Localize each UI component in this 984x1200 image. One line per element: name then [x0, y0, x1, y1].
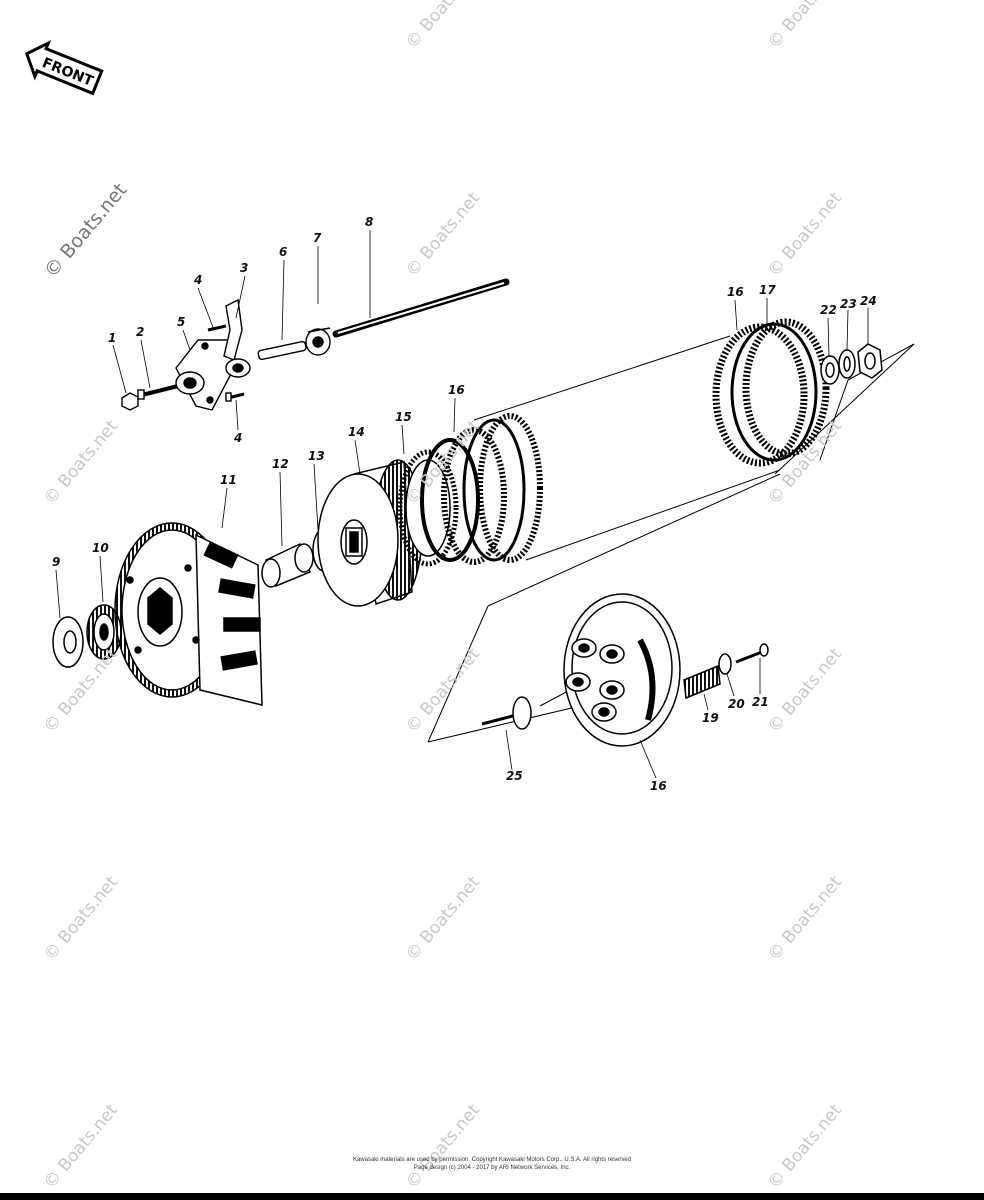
sleeve-part-12 — [261, 542, 314, 588]
callout-11: 11 — [220, 473, 237, 487]
spring-part-19 — [683, 664, 721, 700]
rod-part-6 — [257, 340, 307, 361]
copyright-line-2: Page design (c) 2004 - 2017 by ARI Netwo… — [413, 1165, 571, 1171]
callout-17: 17 — [759, 283, 776, 297]
callout-16b: 16 — [727, 285, 744, 299]
callout-1: 1 — [108, 331, 116, 345]
callout-20: 20 — [728, 697, 745, 711]
clutch-housing-part-11 — [114, 522, 263, 706]
callout-19: 19 — [702, 711, 719, 725]
lever-part-3 — [223, 298, 251, 378]
release-body-part-5 — [175, 339, 237, 411]
callout-6: 6 — [279, 245, 287, 259]
callout-12: 12 — [272, 457, 289, 471]
callout-15: 15 — [395, 410, 412, 424]
callout-3: 3 — [240, 261, 248, 275]
callout-7: 7 — [313, 231, 322, 245]
callout-25: 25 — [506, 769, 523, 783]
callout-23: 23 — [840, 297, 857, 311]
callout-4b: 4 — [233, 431, 242, 445]
push-piece-part-25 — [481, 696, 532, 730]
bottom-border — [0, 1193, 984, 1200]
adjuster-part-7 — [305, 327, 331, 356]
callout-9: 9 — [52, 555, 60, 569]
washer-part-9 — [52, 616, 84, 668]
bolt-part-21 — [735, 643, 769, 664]
front-arrow-icon: FRONT — [24, 39, 104, 96]
callout-leader-lines — [55, 230, 869, 779]
washer-part-20 — [718, 653, 732, 675]
callout-10: 10 — [92, 541, 109, 555]
callout-24: 24 — [860, 294, 877, 308]
push-rod-part-8 — [332, 278, 510, 338]
gear-part-10 — [86, 604, 122, 660]
bolt-part-2 — [137, 384, 179, 400]
clutch-hub-part-14 — [317, 459, 423, 607]
friction-plates-part-15 — [397, 413, 543, 567]
copyright-line-1: Kawasaki materials are used by permissio… — [352, 1157, 632, 1163]
washer-part-23 — [838, 349, 856, 379]
callout-2: 2 — [136, 325, 144, 339]
callout-21: 21 — [752, 695, 769, 709]
callout-16c: 16 — [650, 779, 667, 793]
callout-16a: 16 — [448, 383, 465, 397]
callout-14: 14 — [348, 425, 365, 439]
callout-13: 13 — [308, 449, 325, 463]
assembly-guide-lines — [427, 335, 915, 743]
release-assembly — [121, 278, 510, 411]
callout-8: 8 — [365, 215, 373, 229]
nut-part-24 — [857, 343, 883, 379]
pressure-plate-part-16 — [563, 593, 681, 747]
callout-5: 5 — [177, 315, 185, 329]
screw-part-4b — [225, 392, 245, 402]
nut-part-1 — [121, 392, 139, 411]
callout-22: 22 — [820, 303, 837, 317]
screw-part-4a — [207, 324, 227, 332]
callout-labels: 1 2 3 4 5 4 6 7 8 9 10 11 12 13 14 15 16… — [52, 215, 877, 793]
washer-part-22 — [820, 355, 840, 385]
copyright-notice: Kawasaki materials are used by permissio… — [0, 1156, 984, 1172]
clutch-plates-part-16-17 — [712, 318, 830, 467]
callout-4a: 4 — [193, 273, 202, 287]
